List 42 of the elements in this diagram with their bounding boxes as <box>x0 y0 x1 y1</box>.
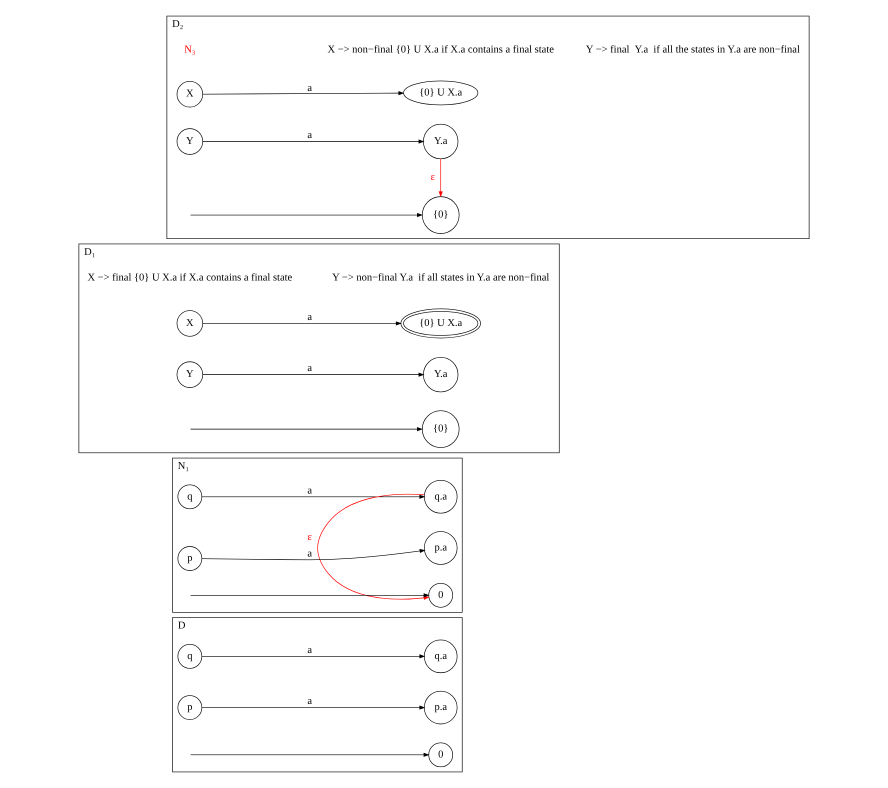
node-circle: q <box>178 644 202 669</box>
node-circle: X <box>176 81 204 108</box>
edge-label: a <box>307 130 312 142</box>
arrow <box>190 427 423 432</box>
node-circle: p <box>178 695 202 720</box>
node-circle: {0} <box>422 196 460 234</box>
arrow <box>202 494 426 499</box>
arrow <box>202 139 424 144</box>
node-circle: Y.a <box>423 357 458 392</box>
arrow <box>202 372 424 377</box>
node-circle: 0 <box>428 742 454 768</box>
edge-label: a <box>307 485 312 496</box>
node-circle: 0 <box>428 582 454 608</box>
node-ellipse: {0} U X.a <box>400 308 481 338</box>
node-ellipse: {0} U X.a <box>403 80 478 106</box>
node-circle: Y.a <box>423 124 458 160</box>
arrow <box>202 91 404 96</box>
edge-label: ε <box>430 172 436 184</box>
node-circle: Y <box>176 128 204 155</box>
node-circle: q.a <box>424 640 458 674</box>
arrow <box>202 321 402 326</box>
node-circle: Y <box>176 361 204 388</box>
edge-label: a <box>307 548 312 560</box>
arrow <box>202 706 426 710</box>
node-circle: q <box>178 484 202 510</box>
edge-label: ε <box>307 532 312 543</box>
node-circle: X <box>176 310 204 337</box>
node-circle: q.a <box>424 480 458 514</box>
node-circle: p <box>178 546 202 571</box>
edge-label: a <box>307 696 312 708</box>
arrow <box>438 158 443 198</box>
edge-label: a <box>307 312 312 323</box>
node-circle: p.a <box>424 531 458 565</box>
arrow <box>190 212 423 218</box>
arrow <box>190 752 430 757</box>
edge-label: a <box>307 363 312 374</box>
node-circle: {0} <box>422 410 460 448</box>
edge-label: a <box>307 82 312 94</box>
arrow <box>202 654 426 658</box>
node-circle: p.a <box>424 690 458 724</box>
arrow <box>202 548 426 560</box>
edge-label: a <box>307 644 312 656</box>
